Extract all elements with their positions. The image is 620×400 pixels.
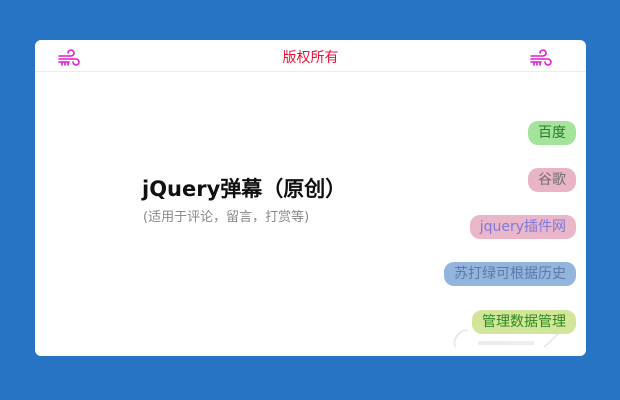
danmu-item-manage[interactable]: 管理数据管理	[472, 310, 576, 334]
page-title: jQuery弹幕（原创）	[142, 177, 347, 201]
wind-icon[interactable]	[529, 48, 553, 68]
header-title: 版权所有	[282, 50, 339, 66]
danmu-item-google[interactable]: 谷歌	[528, 168, 576, 192]
wind-icon[interactable]	[57, 48, 81, 68]
danmu-container: 版权所有 jQuery弹幕（原创） (适用于评论，留言，打赏等) 百度 谷歌 j…	[35, 40, 586, 356]
page-subtitle: (适用于评论，留言，打赏等)	[143, 210, 310, 225]
danmu-item-baidu[interactable]: 百度	[528, 121, 576, 145]
danmu-item-jquery[interactable]: jquery插件网	[469, 215, 576, 239]
header-bar: 版权所有	[35, 40, 586, 72]
danmu-item-sodagreen[interactable]: 苏打绿可根据历史	[444, 262, 576, 286]
